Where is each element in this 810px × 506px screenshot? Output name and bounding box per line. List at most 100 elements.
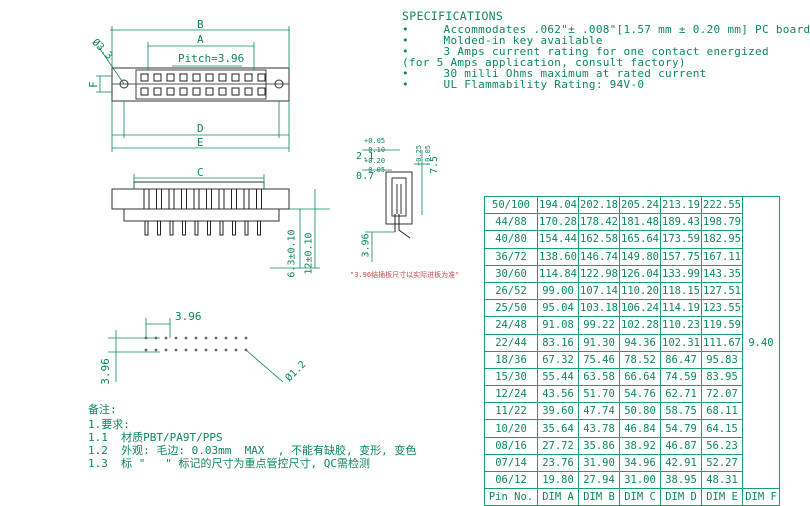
side-dim-2: 0.7+0.20-0.05 (356, 157, 386, 182)
pin-count-cell: 08/16 (484, 436, 538, 455)
pcb-hole (144, 348, 148, 352)
pcb-pitch-x: 3.96 (175, 310, 202, 323)
solder-tail (182, 220, 186, 236)
pin-count-cell: 40/80 (484, 230, 538, 249)
dim-cell: 95.83 (701, 350, 743, 369)
dim-cell: 205.24 (619, 195, 661, 215)
dim-cell: 27.72 (537, 436, 579, 455)
note-line: 1.3 标 " " 标记的尺寸为重点管控尺寸, QC需检测 (88, 457, 370, 470)
note-line: 1.2 外观: 毛边: 0.03mm MAX , 不能有缺胶, 变形, 变色 (88, 444, 417, 457)
pcb-hole (234, 336, 238, 340)
contact-body (168, 189, 175, 209)
dim-cell: 213.19 (660, 195, 702, 215)
dim-cell: 43.56 (537, 385, 579, 404)
pin-count-cell: 24/48 (484, 316, 538, 335)
contact-slot (140, 87, 149, 96)
pcb-hole (174, 348, 178, 352)
dim-e-label: E (197, 136, 204, 149)
dim-f-label: F (86, 81, 100, 88)
dim-cell: 126.04 (619, 264, 661, 283)
dim-cell: 75.46 (578, 350, 620, 369)
contact-slot (140, 73, 149, 82)
contact-body (181, 189, 187, 209)
note-line: 1.要求: (88, 418, 130, 431)
pcb-hole (244, 336, 248, 340)
side-dim-4: 3.96 (360, 233, 372, 258)
top-view-pins (140, 73, 266, 96)
dim-cell: 198.79 (701, 213, 743, 232)
contact-body (206, 189, 212, 209)
dim-cell: 154.44 (537, 230, 579, 249)
solder-tail (157, 220, 161, 236)
dim-c-label: C (197, 166, 204, 179)
pcb-hole (214, 348, 218, 352)
top-view-outline (111, 67, 290, 102)
dim-cell: 110.20 (619, 281, 661, 301)
pin-count-cell: 07/14 (484, 453, 538, 473)
solder-tail (207, 220, 211, 236)
dim-cell: 181.48 (619, 213, 661, 232)
table-header-cell: DIM F (742, 488, 780, 506)
dim-cell: 122.98 (578, 264, 620, 283)
pcb-hole (194, 336, 198, 340)
dim-cell: 48.31 (701, 470, 743, 490)
dim-cell: 66.64 (619, 367, 661, 387)
dim-cell: 31.90 (578, 453, 620, 473)
dim-cell: 19.80 (537, 470, 579, 490)
pin-count-cell: 25/50 (484, 299, 538, 318)
dim-cell: 106.24 (619, 299, 661, 318)
contact-slot (231, 73, 240, 82)
dim-cell: 167.11 (701, 247, 743, 266)
dim-cell: 91.08 (537, 316, 579, 335)
pin-count-cell: 15/30 (484, 367, 538, 387)
contact-slot (244, 73, 253, 82)
table-header-cell: DIM A (537, 488, 579, 506)
pitch-label: Pitch=3.96 (178, 52, 245, 65)
pcb-hole (164, 348, 168, 352)
dim-cell: 133.99 (660, 264, 702, 283)
pin-count-cell: 11/22 (484, 402, 538, 421)
dim-cell: 83.95 (701, 367, 743, 387)
pcb-hole (164, 336, 168, 340)
dim-cell: 107.14 (578, 281, 620, 301)
contact-body (218, 189, 225, 209)
contact-body (231, 189, 237, 209)
contact-slot (205, 73, 214, 82)
pcb-hole (184, 336, 188, 340)
dim-cell: 170.28 (537, 213, 579, 232)
dim-cell: 54.76 (619, 385, 661, 404)
dim-cell: 54.79 (660, 419, 702, 438)
contact-slot (179, 87, 188, 96)
dim-cell: 46.87 (660, 436, 702, 455)
dim-d-label: D (197, 122, 204, 135)
pcb-hole (204, 348, 208, 352)
pin-count-cell: 50/100 (484, 195, 538, 215)
spec-line: • 3 Amps current rating for one contact … (402, 45, 769, 58)
solder-tail (194, 220, 199, 236)
contact-body (243, 189, 250, 209)
solder-tail (244, 220, 249, 236)
dim-cell: 34.96 (619, 453, 661, 473)
contact-slot (153, 87, 162, 96)
dim-cell: 42.91 (660, 453, 702, 473)
side-view-outline (385, 171, 413, 239)
side-dim-1: 2.1+0.05-0.10 (356, 137, 386, 162)
dim-cell: 114.84 (537, 264, 579, 283)
dim-cell: 62.71 (660, 385, 702, 404)
dim-cell: 173.59 (660, 230, 702, 249)
dim-cell: 118.15 (660, 281, 702, 301)
pin-count-cell: 10/20 (484, 419, 538, 438)
solder-tail (257, 220, 261, 236)
contact-body (156, 189, 162, 209)
spec-line: (for 5 Amps application, consult factory… (402, 56, 686, 69)
pin-count-cell: 44/88 (484, 213, 538, 232)
